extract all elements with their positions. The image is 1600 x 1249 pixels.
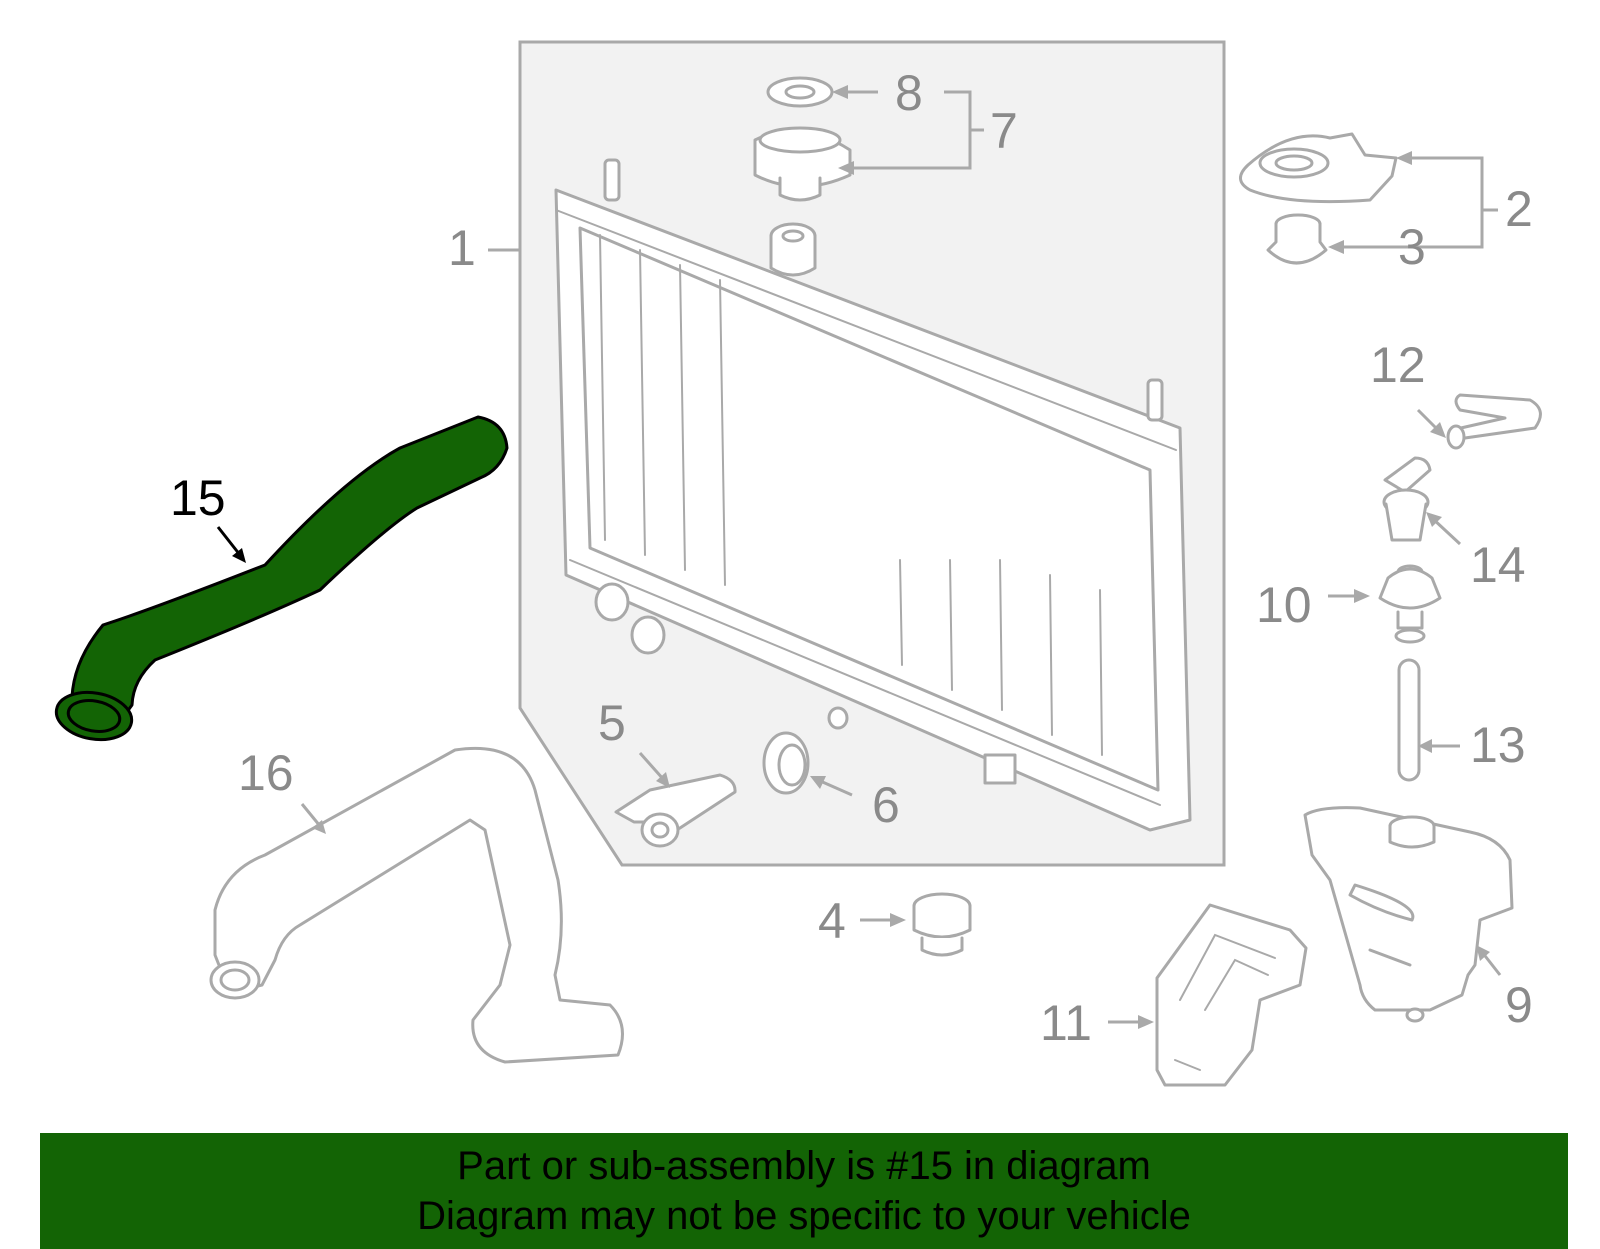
upper-cushion bbox=[1266, 213, 1328, 265]
callout-13[interactable]: 13 bbox=[1470, 717, 1526, 773]
o-ring bbox=[762, 731, 810, 795]
upper-radiator-hose-highlighted[interactable] bbox=[53, 415, 509, 745]
banner-line-2: Diagram may not be specific to your vehi… bbox=[417, 1194, 1191, 1238]
cap-seal bbox=[766, 76, 834, 108]
callout-10[interactable]: 10 bbox=[1256, 577, 1312, 633]
hose-connector bbox=[1382, 456, 1432, 542]
callout-8[interactable]: 8 bbox=[895, 65, 923, 121]
reservoir-tube bbox=[1397, 658, 1421, 782]
lower-cushion bbox=[912, 892, 972, 957]
callout-3[interactable]: 3 bbox=[1398, 219, 1426, 275]
callout-7[interactable]: 7 bbox=[990, 103, 1018, 159]
overflow-hose bbox=[1446, 393, 1542, 450]
drain-plug bbox=[614, 773, 737, 848]
radiator bbox=[554, 158, 1192, 832]
leader-lines bbox=[300, 85, 1502, 1029]
callout-2[interactable]: 2 bbox=[1505, 181, 1533, 237]
callout-11[interactable]: 11 bbox=[1040, 995, 1092, 1051]
callout-5[interactable]: 5 bbox=[598, 695, 626, 751]
reservoir-cap bbox=[1378, 564, 1442, 644]
callout-16[interactable]: 16 bbox=[238, 745, 294, 801]
callout-1[interactable]: 1 bbox=[448, 220, 476, 276]
leader-line-15 bbox=[216, 526, 246, 563]
info-banner: Part or sub-assembly is #15 in diagram D… bbox=[40, 1133, 1568, 1249]
callout-14[interactable]: 14 bbox=[1470, 537, 1526, 593]
reservoir-tank bbox=[1303, 806, 1514, 1023]
upper-bracket bbox=[1239, 132, 1398, 204]
banner-line-1: Part or sub-assembly is #15 in diagram bbox=[457, 1144, 1151, 1188]
callout-labels: 1 2 3 4 5 6 7 8 9 10 11 12 13 14 15 16 bbox=[170, 65, 1533, 1051]
callout-6[interactable]: 6 bbox=[872, 777, 900, 833]
reservoir-bracket bbox=[1155, 903, 1308, 1087]
callout-12[interactable]: 12 bbox=[1370, 337, 1426, 393]
callout-9[interactable]: 9 bbox=[1505, 977, 1533, 1033]
radiator-cap bbox=[753, 126, 852, 202]
callout-15[interactable]: 15 bbox=[170, 470, 226, 526]
callout-4[interactable]: 4 bbox=[818, 893, 846, 949]
